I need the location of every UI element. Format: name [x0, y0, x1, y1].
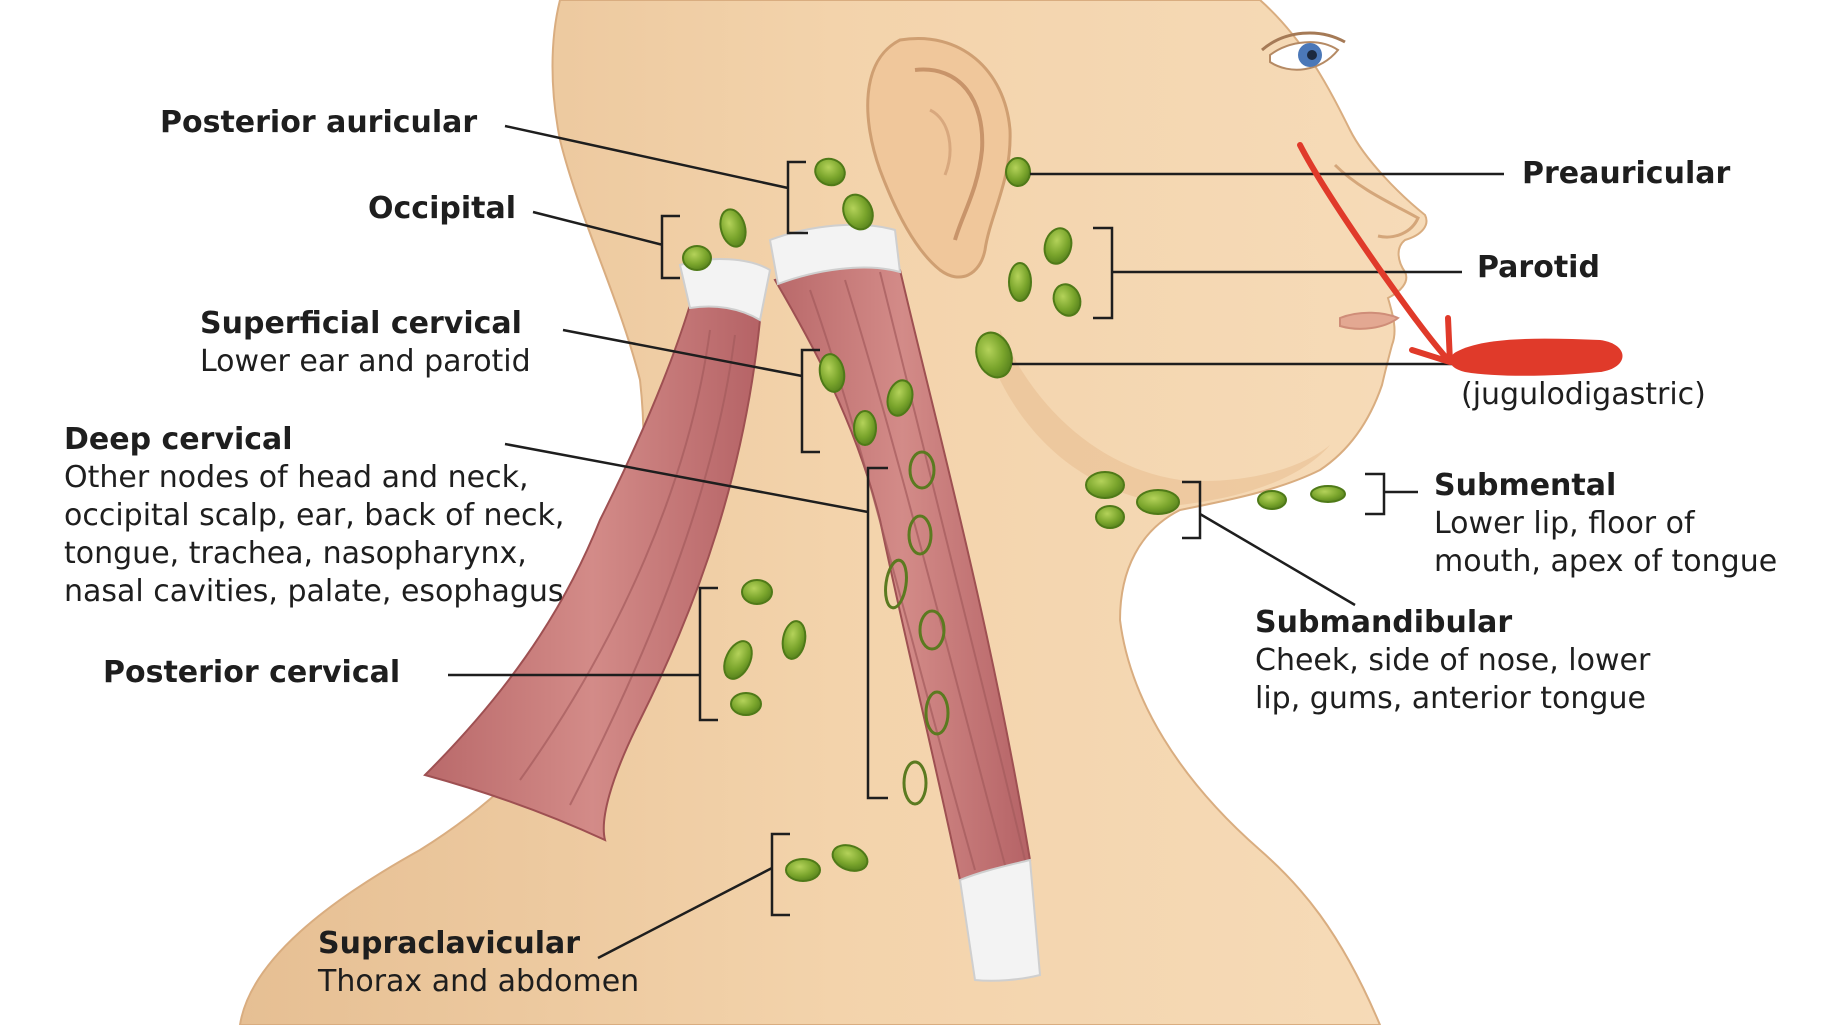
- parotid-node: [1009, 263, 1031, 301]
- posterior-cervical-node: [731, 693, 761, 715]
- label-title: Posterior auricular: [160, 104, 477, 142]
- label-title: Occipital: [368, 190, 516, 228]
- label-title: Superficial cervical: [200, 305, 531, 343]
- label-deep-cervical: Deep cervical Other nodes of head and ne…: [64, 421, 564, 611]
- submandibular-node: [1137, 490, 1179, 514]
- label-desc: Thorax and abdomen: [318, 963, 639, 1001]
- label-superficial-cervical: Superficial cervical Lower ear and parot…: [200, 305, 531, 381]
- preauricular-node: [1006, 158, 1030, 186]
- label-title: Submental: [1434, 467, 1777, 505]
- red-scribble: [1450, 339, 1623, 376]
- supraclavicular-node: [786, 859, 820, 881]
- label-desc-line: Cheek, side of nose, lower: [1255, 642, 1650, 680]
- posterior-cervical-node: [742, 580, 772, 604]
- label-desc-line: mouth, apex of tongue: [1434, 543, 1777, 581]
- label-title: Supraclavicular: [318, 925, 639, 963]
- label-desc-line: occipital scalp, ear, back of neck,: [64, 497, 564, 535]
- submental-node: [1258, 491, 1286, 509]
- label-posterior-auricular: Posterior auricular: [160, 104, 477, 142]
- label-supraclavicular: Supraclavicular Thorax and abdomen: [318, 925, 639, 1001]
- label-parotid: Parotid: [1477, 249, 1600, 287]
- label-desc-line: Other nodes of head and neck,: [64, 459, 564, 497]
- label-preauricular: Preauricular: [1522, 155, 1730, 193]
- label-desc-line: tongue, trachea, nasopharynx,: [64, 535, 564, 573]
- label-tonsillar: (jugulodigastric): [1461, 376, 1706, 414]
- submandibular-node: [1096, 506, 1124, 528]
- label-submandibular: Submandibular Cheek, side of nose, lower…: [1255, 604, 1650, 718]
- label-posterior-cervical: Posterior cervical: [103, 654, 400, 692]
- label-desc-line: nasal cavities, palate, esophagus: [64, 573, 564, 611]
- submental-node: [1311, 486, 1345, 502]
- submental-leader: [1365, 474, 1418, 514]
- label-occipital: Occipital: [368, 190, 516, 228]
- occipital-node: [683, 246, 711, 270]
- label-desc-line: lip, gums, anterior tongue: [1255, 680, 1650, 718]
- label-title: Submandibular: [1255, 604, 1650, 642]
- label-title: Posterior cervical: [103, 654, 400, 692]
- label-submental: Submental Lower lip, floor of mouth, ape…: [1434, 467, 1777, 581]
- label-desc-line: Lower lip, floor of: [1434, 505, 1777, 543]
- label-desc: Lower ear and parotid: [200, 343, 531, 381]
- submandibular-node: [1086, 472, 1124, 498]
- superficial-cervical-node: [854, 411, 876, 445]
- label-title: Parotid: [1477, 249, 1600, 287]
- label-desc: (jugulodigastric): [1461, 376, 1706, 414]
- label-title: Preauricular: [1522, 155, 1730, 193]
- label-title: Deep cervical: [64, 421, 564, 459]
